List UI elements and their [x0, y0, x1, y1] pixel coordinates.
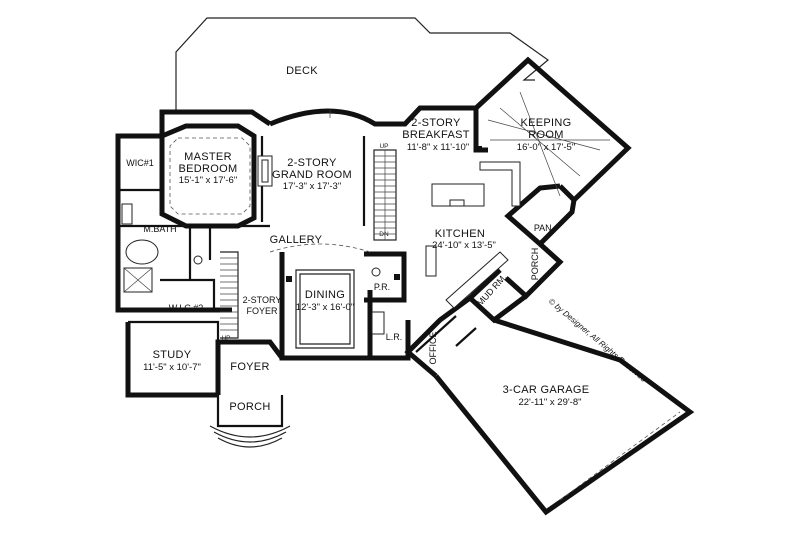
garage-inner [415, 315, 477, 353]
grand-room-name-1: 2-STORY [287, 157, 337, 169]
garage-walls [434, 317, 695, 516]
kitchen-counter-angled [445, 251, 509, 309]
wic1-label: WIC#1 [126, 158, 154, 168]
study-dims: 11'-5" x 10'-7" [143, 362, 201, 373]
master-bedroom-name-1: MASTER [184, 151, 232, 163]
keeping-room-beams [487, 91, 610, 197]
post-2 [394, 274, 400, 280]
dining-ceiling-detail [295, 269, 355, 349]
fireplace-hearth [261, 159, 269, 183]
porch-front-label: PORCH [229, 401, 270, 413]
master-bay [159, 123, 257, 229]
laundry-machine [371, 311, 385, 335]
keeping-room-name-1: KEEPING [520, 117, 571, 129]
gallery-wall [208, 224, 270, 260]
porch-front-outline [216, 395, 284, 428]
breakfast-dims: 11'-8" x 11'-10" [407, 142, 469, 153]
foyer2-name-2: FOYER [246, 306, 278, 316]
master-bedroom-dims: 15'-1" x 17'-6" [179, 175, 237, 186]
keeping-room-wall [474, 56, 632, 204]
gallery-label: GALLERY [270, 234, 323, 246]
garage-dims: 22'-11" x 29'-8" [518, 397, 581, 408]
deck-label: DECK [286, 65, 318, 77]
dining-name: DINING [305, 289, 345, 301]
mud-room-wall [466, 268, 528, 324]
foyer-stair [220, 251, 239, 339]
mbath-wall [118, 224, 192, 280]
dining-walls [279, 252, 373, 361]
keeping-room-name-2: ROOM [528, 129, 563, 141]
kitchen-name: KITCHEN [435, 228, 485, 240]
kitchen-counter-top [479, 161, 521, 207]
grand-room-dims: 17'-3" x 17'-3" [283, 181, 341, 192]
stair-dn-label: DN [379, 231, 389, 238]
exterior-wall-upper [159, 109, 272, 127]
porch-side-wall [504, 242, 564, 300]
stair-up-label: UP [379, 143, 388, 150]
front-wall [215, 339, 284, 395]
breakfast-name-1: 2-STORY [411, 117, 461, 129]
foyer-label: FOYER [230, 361, 269, 373]
kitchen-dims: 24'-10" x 13'-5" [432, 240, 496, 251]
breakfast-name-2: BREAKFAST [402, 129, 470, 141]
keeping-room-dims: 16'-0" x 17'-5" [517, 142, 575, 153]
kitchen-range [425, 245, 437, 277]
wic2-label: W.I.C.#2 [169, 303, 204, 313]
island-sink [449, 199, 465, 207]
laundry-label: L.R. [386, 332, 403, 342]
garage-door [559, 411, 681, 501]
vanity [121, 203, 133, 225]
study-wall [125, 322, 218, 398]
master-tray [169, 137, 251, 215]
office-label: OFFICE [428, 332, 438, 365]
breakfast-wall [473, 108, 488, 153]
grand-room-name-2: GRAND ROOM [272, 169, 352, 181]
mbath-label: M.BATH [143, 224, 176, 234]
study-divider [128, 320, 220, 342]
garage-left-wall [404, 295, 472, 378]
porch-side-label: PORCH [530, 248, 540, 281]
toilet [193, 255, 203, 265]
bathtub [125, 239, 159, 265]
pantry-wall [504, 183, 577, 248]
master-bedroom-name-2: BEDROOM [179, 163, 238, 175]
pantry-label: PAN. [534, 223, 554, 233]
exterior-wall-left [115, 124, 232, 313]
dining-dims: 12'-3" x 16'-0" [296, 302, 354, 313]
grand-room-bay [269, 105, 476, 127]
post-3 [286, 276, 292, 282]
study-name: STUDY [153, 349, 192, 361]
laundry-wall [370, 320, 411, 361]
grand-room-stair [373, 149, 397, 241]
porch-steps [209, 425, 291, 448]
foyer2-name-1: 2-STORY [243, 295, 282, 305]
foyer-stair-up-label: UP [221, 335, 230, 342]
powder-label: P.R. [374, 282, 390, 292]
deck-outline [175, 17, 549, 104]
wic2-wall [160, 278, 216, 310]
powder-toilet [371, 267, 381, 277]
post-1 [476, 146, 482, 152]
gallery-arch [269, 243, 371, 253]
garage-name: 3-CAR GARAGE [503, 384, 590, 396]
